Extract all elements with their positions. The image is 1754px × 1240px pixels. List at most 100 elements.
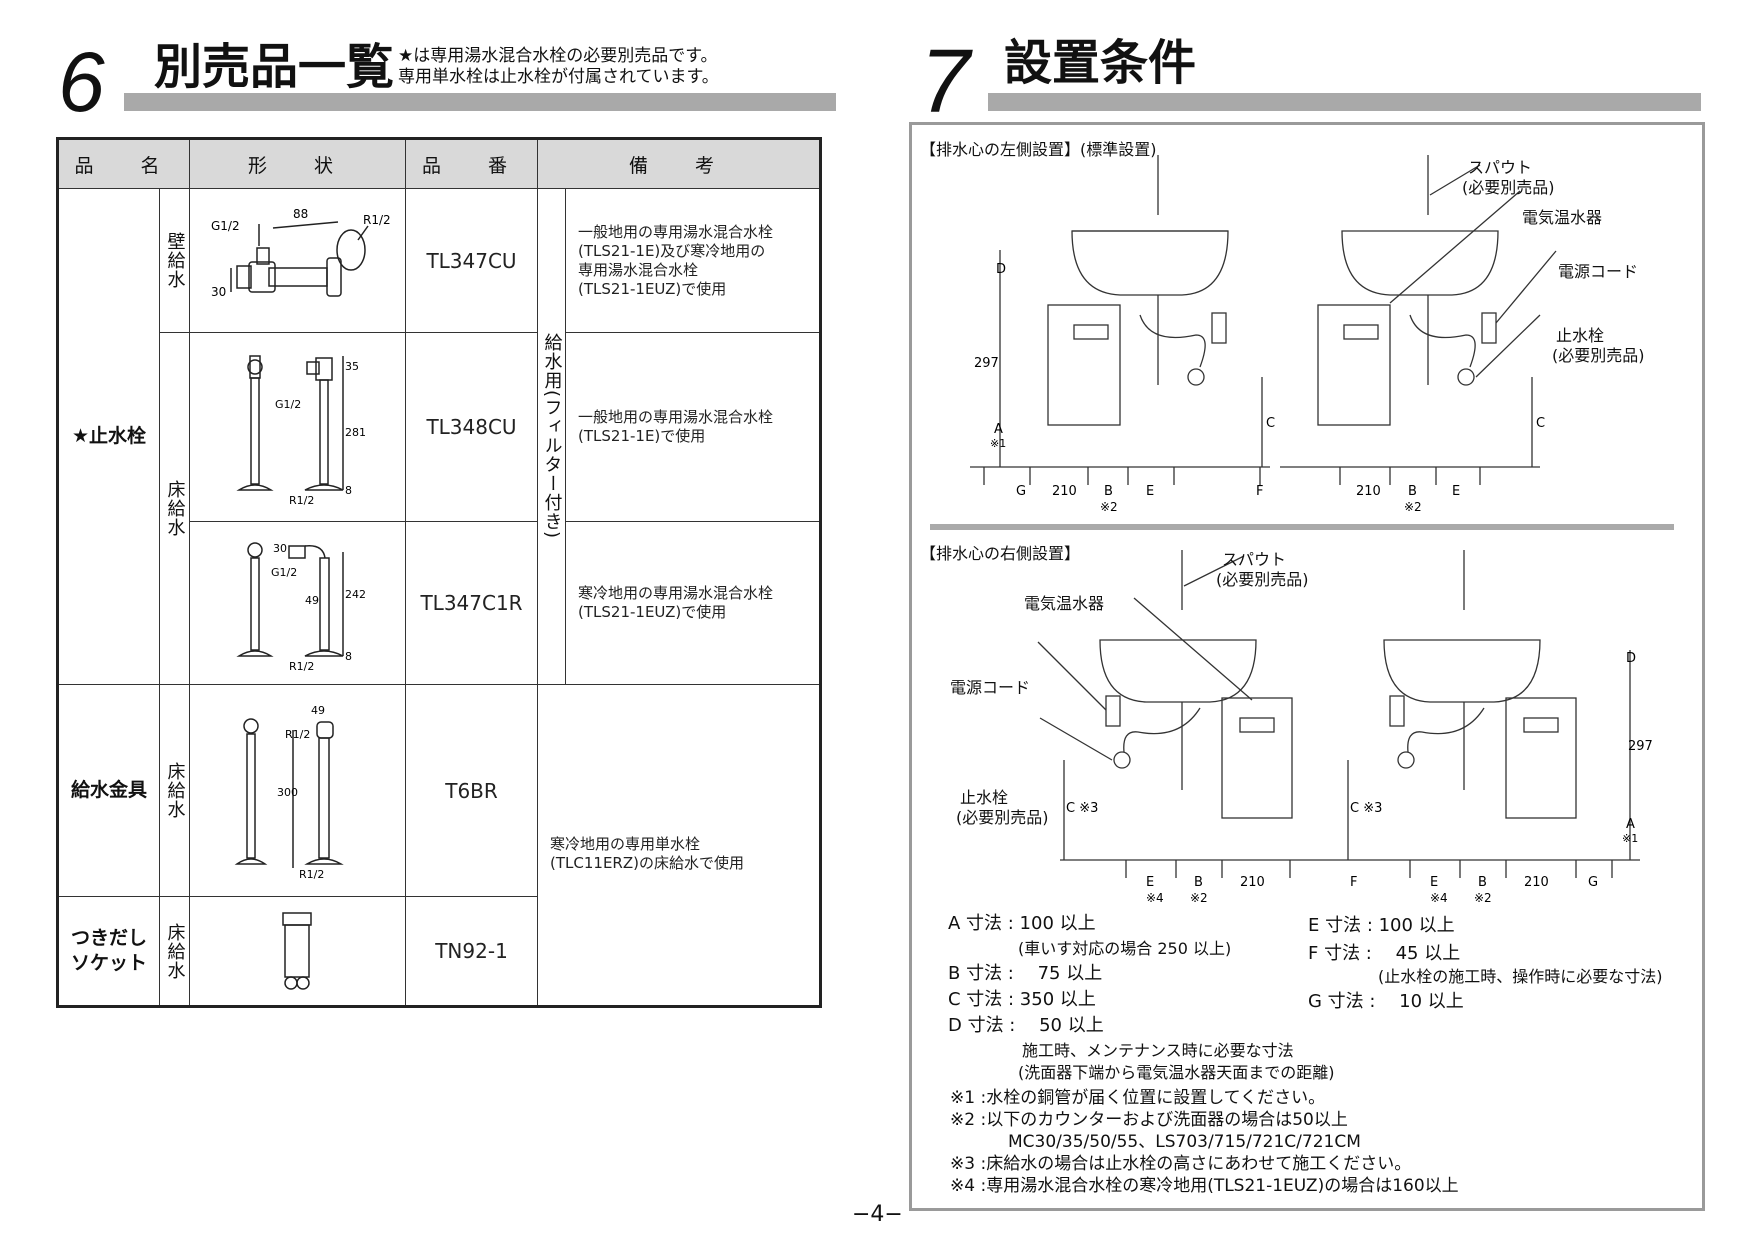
dim-210: 210 — [1356, 484, 1381, 499]
left-install-label: 【排水心の左側設置】(標準設置) — [920, 140, 1157, 159]
dim-242: 242 — [345, 588, 366, 601]
spec-b: B 寸法 : 75 以上 — [948, 963, 1103, 984]
dim-8: 8 — [345, 484, 352, 497]
dim-d: D — [996, 262, 1006, 277]
footnote-2-models: MC30/35/50/55、LS703/715/721C/721CM — [1008, 1132, 1361, 1152]
floor-supply-label: 床給水 — [164, 480, 186, 537]
dim-c3: C ※3 — [1350, 801, 1382, 816]
remark-line: (TLC11ERZ)の床給水で使用 — [550, 854, 744, 872]
section-7-number: 7 — [920, 32, 971, 132]
dim-e: E — [1452, 484, 1460, 499]
table-row: 給水金具 床給水 49 R1/2 300 R1/2 T6BR — [57, 684, 822, 1007]
table-row: 30 G1/2 49 242 R1/2 8 TL347C1R 寒冷地用の専用湯水… — [58, 521, 822, 685]
dim-r12: R1/2 — [289, 660, 314, 673]
note-1: ※1 — [990, 437, 1006, 450]
note-4: ※4 — [1430, 891, 1448, 905]
diagram-divider — [930, 524, 1674, 530]
header-remarks: 備 考 — [537, 138, 822, 189]
dim-f: F — [1350, 875, 1357, 890]
part-number: TL347CU — [405, 188, 539, 333]
floor-supply-label: 床給水 — [164, 762, 186, 819]
header-part-number: 品 番 — [405, 138, 539, 189]
remarks-cell: 寒冷地用の専用湯水混合水栓 (TLS21-1EUZ)で使用 — [565, 521, 822, 685]
category-socket-line: ソケット — [70, 952, 147, 974]
stop-valve-sub-label: (必要別売品) — [956, 808, 1049, 827]
stop-valve-label: 止水栓 — [960, 788, 1009, 807]
shape-t6br: 49 R1/2 300 R1/2 — [189, 684, 407, 897]
section-6-note-1: ★は専用湯水混合水栓の必要別売品です。 — [398, 46, 718, 66]
remark-line: 一般地用の専用湯水混合水栓 — [578, 222, 774, 241]
dim-b: B — [1478, 875, 1487, 890]
note-2: ※2 — [1474, 891, 1492, 905]
footnote-4: ※4 :専用湯水混合水栓の寒冷地用(TLS21-1EUZ)の場合は160以上 — [950, 1176, 1459, 1196]
category-socket-line: つきだし — [70, 927, 147, 949]
page-number: −4− — [852, 1202, 903, 1227]
power-cord-label: 電源コード — [950, 678, 1031, 697]
dim-c3: C ※3 — [1066, 801, 1098, 816]
section-7-title: 設置条件 — [1004, 35, 1197, 91]
spec-e: E 寸法 : 100 以上 — [1308, 915, 1455, 936]
shape-tl347c1r: 30 G1/2 49 242 R1/2 8 — [189, 521, 407, 685]
wall-supply-label: 壁給水 — [164, 232, 186, 289]
spec-c: C 寸法 : 350 以上 — [948, 989, 1096, 1010]
dim-f: F — [1256, 484, 1263, 499]
dim-r12-bottom: R1/2 — [299, 868, 324, 881]
heater-label: 電気温水器 — [1024, 594, 1105, 613]
part-number: TL348CU — [405, 332, 539, 522]
dim-r12: R1/2 — [289, 494, 314, 507]
shape-tn92-1 — [189, 896, 407, 1007]
dim-a: A — [1626, 817, 1635, 832]
dim-g12: G1/2 — [275, 398, 301, 411]
category-socket: つきだし ソケット — [57, 896, 160, 1007]
power-cord-label: 電源コード — [1558, 262, 1639, 281]
section-7-rule — [988, 93, 1701, 111]
category-supply-fitting: 給水金具 — [57, 684, 160, 897]
dim-a: A — [994, 422, 1003, 437]
note-2: ※2 — [1404, 500, 1422, 514]
spec-f: F 寸法 : 45 以上 — [1308, 943, 1461, 964]
footnote-1: ※1 :水栓の銅管が届く位置に設置してください。 — [950, 1088, 1326, 1108]
note-2: ※2 — [1100, 500, 1118, 514]
remark-line: 寒冷地用の専用湯水混合水栓 — [578, 584, 774, 602]
dim-297: 297 — [1628, 739, 1653, 754]
footnote-3: ※3 :床給水の場合は止水栓の高さにあわせて施工ください。 — [950, 1154, 1412, 1174]
section-6-note-2: 専用単水栓は止水栓が付属されています。 — [398, 67, 719, 87]
remark-line: (TLS21-1E)で使用 — [578, 427, 706, 445]
dim-d: D — [1626, 651, 1636, 666]
note-2: ※2 — [1190, 891, 1208, 905]
remark-line: 一般地用の専用湯水混合水栓 — [578, 408, 774, 426]
spec-f-sub: (止水栓の施工時、操作時に必要な寸法) — [1378, 967, 1663, 986]
installation-panel — [909, 122, 1705, 1211]
spout-label: スパウト — [1468, 158, 1533, 177]
supply-fitting-drawing: 49 R1/2 300 R1/2 — [234, 704, 344, 881]
header-name: 品 名 — [56, 138, 191, 189]
header-shape: 形 状 — [189, 138, 407, 189]
dim-210: 210 — [1524, 875, 1549, 890]
table-row: ★止水栓 壁給水 G1/2 88 R1/2 30 — [57, 188, 822, 685]
part-number: TN92-1 — [405, 896, 539, 1007]
remark-line: (TLS21-1E)及び寒冷地用の — [578, 241, 766, 260]
footnote-2: ※2 :以下のカウンターおよび洗面器の場合は50以上 — [950, 1110, 1348, 1130]
dim-210: 210 — [1240, 875, 1265, 890]
shape-tl348cu: 35 G1/2 281 R1/2 8 — [189, 332, 407, 522]
part-number: TL347C1R — [405, 521, 539, 685]
dim-49: 49 — [305, 594, 319, 607]
dim-r12: R1/2 — [363, 213, 391, 227]
category-stop-valve: ★止水栓 — [57, 188, 160, 685]
dim-c: C — [1266, 416, 1275, 431]
spec-d: D 寸法 : 50 以上 — [948, 1015, 1104, 1036]
remarks-cell: 一般地用の専用湯水混合水栓 (TLS21-1E)で使用 — [565, 332, 822, 522]
spec-d-sub-2: (洗面器下端から電気温水器天面までの距離) — [1018, 1063, 1335, 1082]
dim-b: B — [1104, 484, 1113, 499]
dim-88: 88 — [293, 207, 308, 221]
dim-b: B — [1194, 875, 1203, 890]
dim-281: 281 — [345, 426, 366, 439]
spec-a: A 寸法 : 100 以上 — [948, 913, 1096, 934]
socket-drawing — [281, 912, 312, 990]
section-6-number: 6 — [58, 35, 105, 129]
section-6-rule — [124, 93, 836, 111]
spec-a-sub: (車いす対応の場合 250 以上) — [1018, 939, 1232, 958]
cold-valve-drawing: 30 G1/2 49 242 R1/2 8 — [235, 542, 366, 673]
spout-sub-label: (必要別売品) — [1216, 570, 1309, 589]
dim-g12: G1/2 — [211, 219, 240, 233]
